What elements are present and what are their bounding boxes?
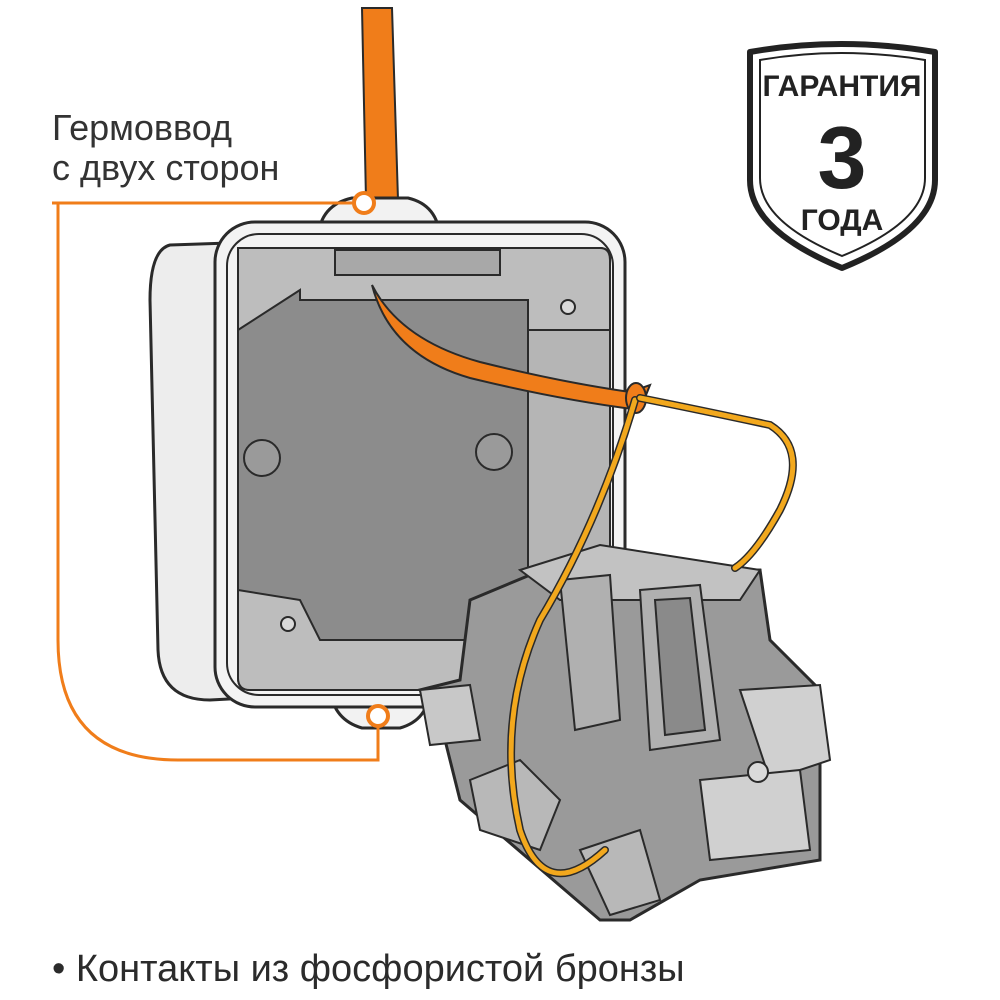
screw-hole-top-right <box>560 299 576 315</box>
warranty-top-text: ГАРАНТИЯ <box>763 70 922 103</box>
callout-dot-top <box>352 191 376 215</box>
mounting-hole-right <box>475 433 513 471</box>
mounting-hole-left <box>243 439 281 477</box>
switch-mechanism <box>417 543 832 922</box>
warranty-shield-icon <box>747 41 938 271</box>
callout-line-2: с двух сторон <box>52 147 280 188</box>
callout-dot-bottom <box>366 704 390 728</box>
callout-line-loop <box>56 203 380 762</box>
orange-cable-top <box>360 7 400 201</box>
warranty-number: 3 <box>818 108 867 207</box>
feature-text: Контакты из фосфористой бронзы <box>75 948 685 990</box>
callout-line-1: Гермоввод <box>52 107 232 148</box>
screw-hole-bottom-left <box>280 616 296 632</box>
box-interior-bottom-ledge <box>237 588 471 691</box>
box-interior-top-ledge <box>237 247 611 332</box>
feature-bullet: • Контакты из фосфористой бронзы <box>52 948 685 991</box>
cable-gland-callout: Гермоввод с двух сторон <box>52 108 279 188</box>
top-inner-plate <box>334 249 501 276</box>
warranty-badge: ГАРАНТИЯ 3 ГОДА <box>740 40 945 272</box>
bullet-glyph: • <box>52 948 66 990</box>
warranty-bottom-text: ГОДА <box>801 204 884 237</box>
